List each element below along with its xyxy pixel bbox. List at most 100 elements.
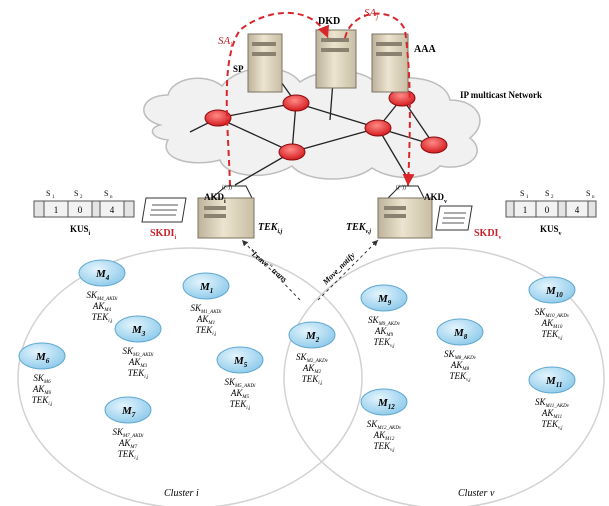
svg-text:1: 1 — [54, 205, 59, 215]
multicast-cloud — [143, 67, 481, 180]
member-key-line: TEKi,j — [128, 368, 149, 380]
member-name: M2 — [305, 330, 320, 344]
move-notify-label: Move_notify — [320, 251, 357, 288]
network-label: IP multicast Network — [460, 90, 542, 100]
leave-label: "Leave" trans — [247, 247, 289, 284]
sa-right-arrow — [344, 12, 415, 187]
kus-v-label: KUSv — [540, 224, 562, 237]
kus-i-label: KUSi — [70, 224, 91, 237]
member-ellipse — [104, 396, 152, 424]
member-key-line: SKM6 — [33, 373, 51, 385]
svg-text:S: S — [104, 189, 108, 198]
member-ellipse — [528, 366, 576, 394]
member-name: M8 — [453, 327, 468, 341]
routers — [204, 89, 448, 161]
member-name: M9 — [377, 293, 392, 307]
svg-text:n: n — [110, 195, 113, 200]
member-key-line: AKM10 — [541, 318, 563, 330]
svg-text:1: 1 — [526, 195, 529, 200]
server-dkd-icon — [315, 29, 357, 89]
cluster-i-boundary — [17, 247, 363, 506]
member-key-line: AKM9 — [374, 326, 394, 338]
skdi-i-document-icon — [141, 197, 187, 223]
router-icon — [204, 109, 232, 127]
member-key-line: TEKv,j — [373, 441, 395, 453]
kus-i-table: S 1 S 2 S n 1 0 4 — [33, 189, 135, 218]
svg-text:S: S — [545, 189, 549, 198]
member-name: M1 — [199, 281, 213, 295]
member-key-line: AKM5 — [230, 388, 250, 400]
member-key-line: SKM2_AKDv — [296, 352, 329, 364]
router-icon — [278, 143, 306, 161]
sa-left-label: SAi — [218, 35, 232, 49]
member-key-line: SKM7_AKDi — [112, 427, 144, 439]
akd-v-node: ((·)) — [377, 184, 433, 239]
member-name: M3 — [131, 324, 146, 338]
member-ellipse — [18, 342, 66, 370]
skdi-i-label: SKDIi — [150, 228, 176, 241]
member-name: M12 — [377, 397, 395, 411]
svg-text:0: 0 — [78, 205, 83, 215]
member-key-line: TEKi,j — [196, 325, 217, 337]
svg-text:S: S — [520, 189, 524, 198]
member-key-line: AKM6 — [32, 384, 52, 396]
svg-text:4: 4 — [575, 205, 580, 215]
svg-text:S: S — [46, 189, 50, 198]
move-notify-arrow — [317, 239, 379, 301]
member-ellipse — [78, 259, 126, 287]
member-key-line: TEKv,j — [373, 337, 395, 349]
member-key-line: AKM2 — [302, 363, 322, 375]
router-icon — [420, 136, 448, 154]
member-ellipse — [360, 388, 408, 416]
skdi-v-document-icon — [435, 205, 473, 231]
member-key-line: AKM7 — [118, 438, 138, 450]
member-key-line: AKM8 — [450, 360, 470, 372]
member-key-line: SKM8_AKDv — [444, 349, 477, 361]
svg-text:4: 4 — [110, 205, 115, 215]
member-key-line: AKM3 — [128, 357, 148, 369]
router-icon — [282, 94, 310, 112]
aaa-label: AAA — [414, 44, 436, 55]
sa-left-arrow — [225, 11, 330, 187]
svg-text:S: S — [586, 189, 590, 198]
member-key-line: SKM11_AKDv — [535, 397, 570, 409]
member-ellipse — [436, 318, 484, 346]
member-key-line: SKM12_AKDv — [367, 419, 402, 431]
member-key-line: TEKv,j — [541, 419, 563, 431]
member-ellipse — [114, 315, 162, 343]
svg-text:1: 1 — [523, 205, 528, 215]
sp-label: SP — [233, 64, 244, 74]
svg-text:1: 1 — [52, 195, 55, 200]
svg-text:0: 0 — [545, 205, 550, 215]
tek-i-label: TEKi,j — [258, 222, 283, 235]
member-key-line: SKM1_AKDi — [190, 303, 222, 315]
members: M4SKM4_AKDiAKM4TEKi,jM1SKM1_AKDiAKM1TEKi… — [18, 259, 576, 461]
svg-text:((·)): ((·)) — [222, 184, 232, 191]
router-icon — [364, 119, 392, 137]
member-key-line: AKM1 — [196, 314, 215, 326]
member-key-line: SKM4_AKDi — [86, 290, 118, 302]
member-key-line: SKM9_AKDv — [368, 315, 401, 327]
member-key-line: AKM12 — [373, 430, 395, 442]
akd-i-node: ((·)) — [197, 184, 255, 239]
member-key-line: TEKi,j — [302, 374, 323, 386]
member-key-line: SKM3_AKDi — [122, 346, 154, 358]
tek-v-label: TEKv,j — [346, 222, 371, 235]
dkd-label: DKD — [318, 16, 340, 27]
cluster-i-label: Cluster i — [164, 488, 199, 499]
member-ellipse — [360, 284, 408, 312]
akd-v-label: AKDv — [424, 192, 447, 205]
kus-v-table: S 1 S 2 S n 1 0 4 — [505, 189, 597, 218]
member-name: M7 — [121, 405, 136, 419]
member-name: M4 — [95, 268, 110, 282]
member-ellipse — [216, 346, 264, 374]
